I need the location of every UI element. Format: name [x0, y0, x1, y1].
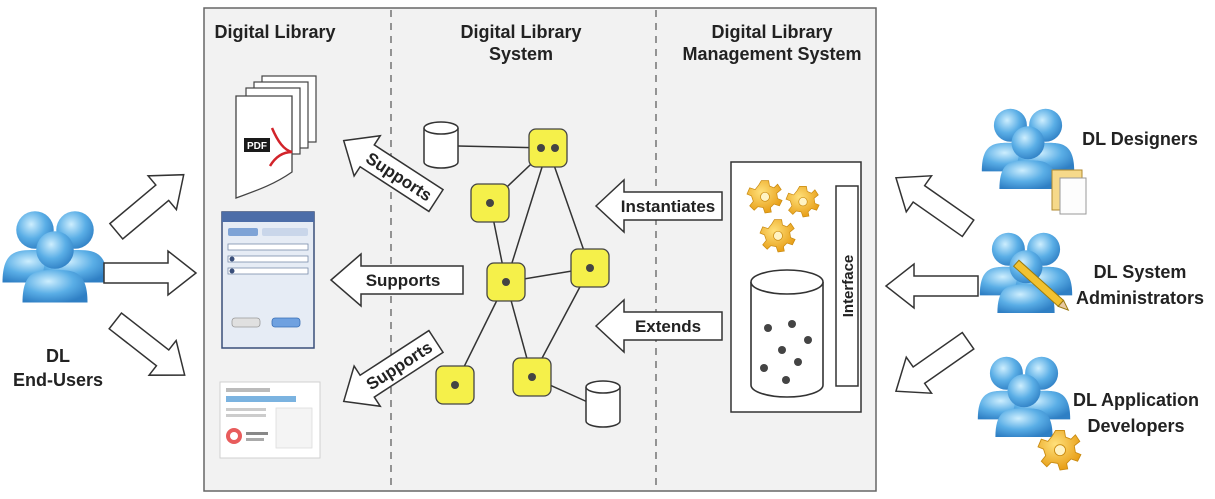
interface-label: Interface — [840, 255, 857, 318]
actor-end-users-line1: DL — [46, 346, 70, 366]
user-group-icon — [3, 211, 108, 302]
user-group-icon — [978, 357, 1070, 437]
arrow-label-extends: Extends — [635, 317, 701, 336]
actor-sysadmins-line1: DL System — [1094, 262, 1187, 282]
database-icon — [750, 269, 824, 398]
arrow-designers-to-dlms — [894, 174, 975, 238]
arrow-users-to-form — [103, 249, 198, 297]
actor-designers: DL Designers — [1082, 129, 1198, 149]
actor-sysadmins-line2: Administrators — [1076, 288, 1204, 308]
arrow-users-to-pdf — [108, 173, 185, 240]
database-icon — [423, 121, 459, 169]
report-page-icon — [219, 381, 321, 459]
panel-title-dls-line1: Digital Library — [460, 22, 581, 42]
arrow-label-supports-mid: Supports — [366, 271, 441, 290]
pdf-label: PDF — [247, 141, 267, 152]
panel-title-digital-library: Digital Library — [214, 22, 335, 42]
interface-bar — [835, 185, 859, 387]
panel-title-dls-line2: System — [489, 44, 553, 64]
graph-node — [435, 365, 475, 405]
pdf-document-icon: PDF — [235, 75, 317, 199]
graph-node — [470, 183, 510, 223]
panel-title-dlms-line1: Digital Library — [711, 22, 832, 42]
arrow-sysadmins-to-dlms — [884, 262, 979, 310]
graph-node — [570, 248, 610, 288]
database-icon — [585, 380, 621, 428]
arrow-users-to-report — [108, 311, 186, 376]
document-stack-icon — [1051, 169, 1087, 215]
arrow-instantiates: Instantiates — [594, 178, 723, 234]
graph-node — [486, 262, 526, 302]
pencil-icon — [1012, 259, 1070, 311]
actor-appdevs-line2: Developers — [1087, 416, 1184, 436]
panel-title-dlms-line2: Management System — [682, 44, 861, 64]
actor-end-users-line2: End-Users — [13, 370, 103, 390]
arrow-extends: Extends — [594, 298, 723, 354]
form-window-icon — [221, 211, 315, 349]
arrow-label-instantiates: Instantiates — [621, 197, 715, 216]
graph-node — [528, 128, 568, 168]
actor-appdevs-line1: DL Application — [1073, 390, 1199, 410]
arrow-supports-mid: Supports — [329, 252, 464, 308]
arrow-appdevs-to-dlms — [894, 331, 975, 395]
graph-node — [512, 357, 552, 397]
